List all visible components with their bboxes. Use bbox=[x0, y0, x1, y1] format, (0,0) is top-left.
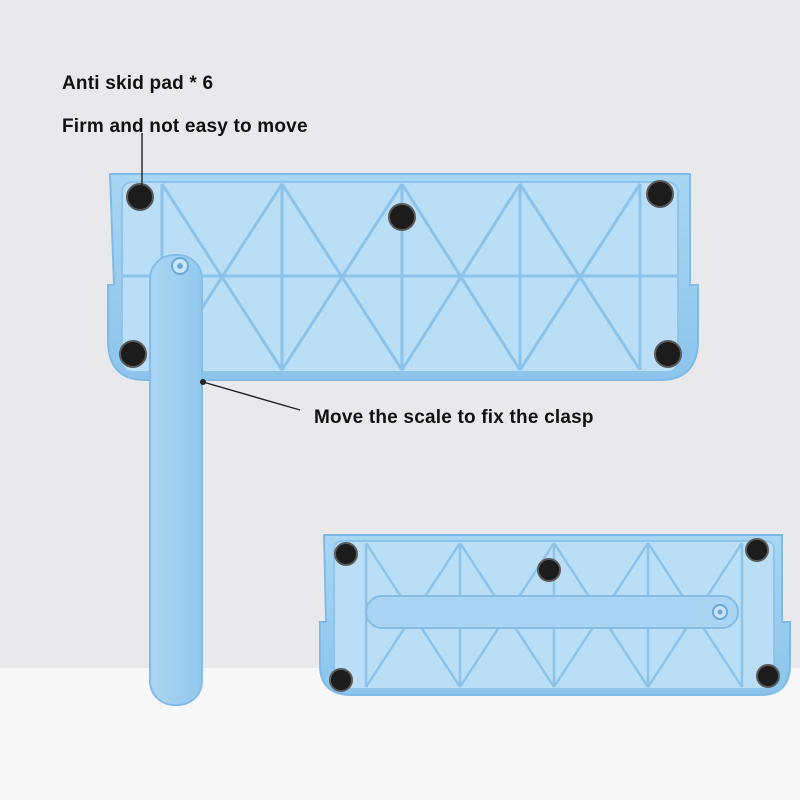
large-tray bbox=[107, 173, 699, 381]
anti-skid-pad-icon bbox=[119, 340, 147, 368]
annotation-scale: Move the scale to fix the clasp bbox=[314, 407, 594, 428]
anti-skid-pad-icon bbox=[334, 542, 358, 566]
anti-skid-pad-icon bbox=[745, 538, 769, 562]
anti-skid-pad-icon bbox=[756, 664, 780, 688]
scale-arm bbox=[149, 254, 203, 706]
leader-lines bbox=[141, 133, 301, 411]
annotation-anti-skid-pads: Anti skid pad * 6 bbox=[62, 73, 214, 94]
anti-skid-pad-icon bbox=[388, 203, 416, 231]
small-tray bbox=[319, 534, 791, 696]
anti-skid-pad-icon bbox=[126, 183, 154, 211]
annotation-firm: Firm and not easy to move bbox=[62, 116, 308, 137]
anti-skid-pad-icon bbox=[654, 340, 682, 368]
anti-skid-pad-icon bbox=[537, 558, 561, 582]
anti-skid-pad-icon bbox=[329, 668, 353, 692]
anti-skid-pad-icon bbox=[646, 180, 674, 208]
